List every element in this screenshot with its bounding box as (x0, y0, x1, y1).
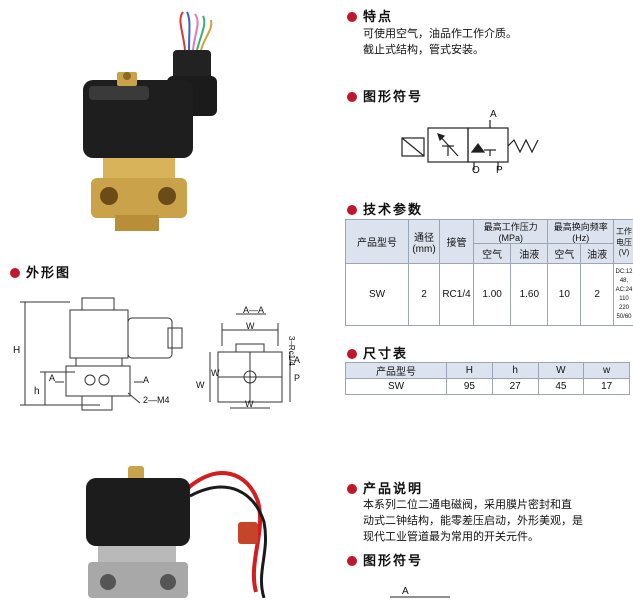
dims-header-w-upper: W (538, 363, 584, 379)
label-p-port: P (294, 370, 300, 386)
dims-table: 产品型号 H h W w SW 95 27 45 17 (345, 362, 630, 395)
dims-cell-h-lower: 27 (492, 379, 538, 395)
tech-cell-p-air: 1.00 (474, 264, 511, 326)
dims-cell-h-upper: 95 (447, 379, 493, 395)
desc-line-1: 本系列二位二通电磁阀，采用膜片密封和直 (363, 497, 572, 513)
dims-header-h-lower: h (492, 363, 538, 379)
bullet-icon (347, 12, 357, 22)
label-a-port: A (294, 352, 300, 368)
product-photo-steel-valve (78, 462, 308, 598)
tech-header-port: 接管 (440, 220, 474, 264)
dims-cell-model: SW (346, 379, 447, 395)
dims-title-text: 尺寸表 (363, 346, 408, 361)
dims-section-title: 尺寸表 (347, 343, 408, 362)
tech-cell-p-oil: 1.60 (511, 264, 548, 326)
tech-header-oil-2: 油液 (581, 244, 614, 264)
bullet-icon (347, 484, 357, 494)
volt-line: AC:24 (614, 286, 633, 295)
tech-title-text: 技术参数 (363, 202, 423, 217)
dims-cell-w-upper: 45 (538, 379, 584, 395)
bullet-icon (347, 205, 357, 215)
symbol-label-p: P (496, 163, 503, 179)
symbol-section-title: 图形符号 (347, 86, 423, 105)
symbol-title-text: 图形符号 (363, 89, 423, 104)
tech-cell-port: RC1/4 (440, 264, 474, 326)
symbol2-section-title: 图形符号 (347, 550, 423, 569)
desc-section-title: 产品说明 (347, 478, 423, 497)
features-line-1: 可使用空气，油品作工作介质。 (363, 26, 517, 42)
tech-header-bore: 通径(mm) (409, 220, 440, 264)
outline-section-title: 外形图 (10, 262, 71, 281)
tech-params-table: 产品型号 通径(mm) 接管 最高工作压力(MPa) 最高换向频率(Hz) 工作… (345, 219, 633, 326)
tech-header-air-1: 空气 (474, 244, 511, 264)
dims-header-w-lower: w (584, 363, 630, 379)
tech-header-freq: 最高换向频率(Hz) (548, 220, 614, 244)
volt-line: 48, (614, 277, 633, 286)
label-h-lower: h (34, 384, 40, 400)
features-section-title: 特点 (347, 6, 393, 25)
tech-cell-volt: DC:12 48, AC:24 110 220 50/60 (614, 264, 633, 326)
label-w3: W (245, 396, 254, 412)
volt-line: 110 (614, 295, 633, 304)
symbol-label-a: A (490, 107, 497, 123)
label-w-small: W (211, 365, 220, 381)
dims-header-model: 产品型号 (346, 363, 447, 379)
bullet-icon (10, 268, 20, 278)
features-title-text: 特点 (363, 9, 393, 24)
label-h-upper: H (13, 343, 20, 359)
outline-title-text: 外形图 (26, 265, 71, 280)
label-a-left: A (49, 370, 55, 386)
tech-cell-f-oil: 2 (581, 264, 614, 326)
bullet-icon (347, 92, 357, 102)
label-w1: W (246, 318, 255, 334)
tech-cell-model: SW (346, 264, 409, 326)
bullet-icon (347, 556, 357, 566)
desc-line-2: 动式二钟结构，能零差压启动，外形美观，是 (363, 513, 583, 529)
tech-header-air-2: 空气 (548, 244, 581, 264)
bullet-icon (347, 349, 357, 359)
tech-header-volt: 工作电压(V) (614, 220, 633, 264)
volt-line: 220 (614, 304, 633, 313)
tech-header-pressure: 最高工作压力(MPa) (474, 220, 548, 244)
valve-symbol-partial (380, 593, 460, 598)
label-m4: 2—M4 (143, 392, 170, 408)
tech-header-model: 产品型号 (346, 220, 409, 264)
label-a-right: A (143, 372, 149, 388)
tech-cell-bore: 2 (409, 264, 440, 326)
features-line-2: 截止式结构，管式安装。 (363, 42, 484, 58)
tech-cell-f-air: 10 (548, 264, 581, 326)
label-section: A—A (243, 302, 264, 318)
desc-line-3: 现代工业管道最为常用的开关元件。 (363, 529, 539, 545)
dims-header-h-upper: H (447, 363, 493, 379)
label-w2: W (196, 377, 205, 393)
tech-section-title: 技术参数 (347, 199, 423, 218)
symbol2-title-text: 图形符号 (363, 553, 423, 568)
tech-header-oil-1: 油液 (511, 244, 548, 264)
volt-line: 50/60 (614, 313, 633, 322)
desc-title-text: 产品说明 (363, 481, 423, 496)
product-photo-brass-valve (55, 10, 255, 235)
volt-line: DC:12 (614, 268, 633, 277)
dims-cell-w-lower: 17 (584, 379, 630, 395)
symbol-label-o: O (472, 163, 480, 179)
